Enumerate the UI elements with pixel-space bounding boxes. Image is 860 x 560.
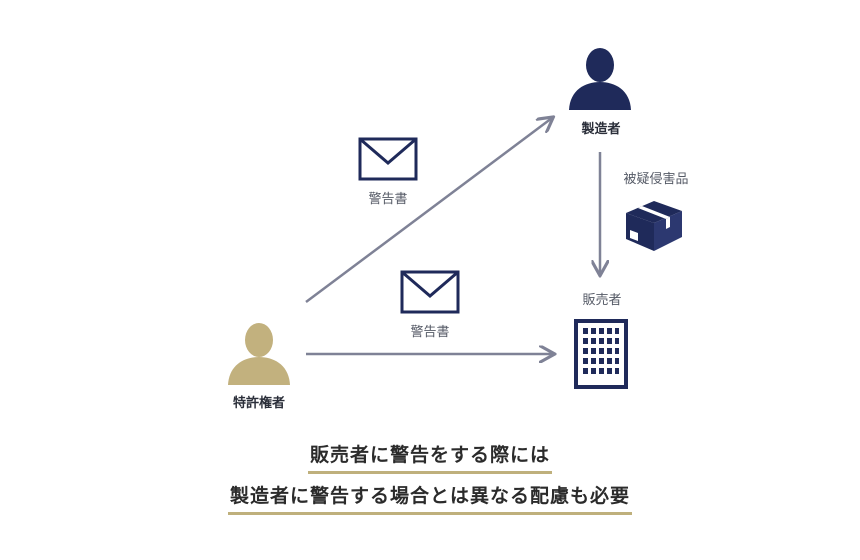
warning-letter-label-manufacturer: 警告書: [368, 192, 408, 207]
manufacturer-label: 製造者: [581, 122, 621, 137]
caption-line-2: 製造者に警告する場合とは異なる配慮も必要: [227, 481, 632, 515]
warning-letter-label-seller: 警告書: [410, 325, 450, 340]
infringing-product-label: 被疑侵害品: [623, 172, 689, 187]
caption-line-2-wrapper: 製造者に警告する場合とは異なる配慮も必要: [0, 481, 860, 515]
patent-holder-label: 特許権者: [232, 396, 285, 411]
envelope-icon: [400, 270, 460, 314]
manufacturer-person-icon: [569, 48, 631, 110]
patent-holder-person-icon: [228, 323, 290, 385]
building-icon: [574, 319, 628, 389]
package-box-icon: [626, 201, 682, 251]
seller-label: 販売者: [582, 293, 622, 308]
envelope-icon: [358, 137, 418, 181]
arrow-patent-holder-to-manufacturer: [305, 118, 552, 304]
caption-line-1-wrapper: 販売者に警告をする際には: [0, 440, 860, 474]
caption-line-1: 販売者に警告をする際には: [307, 440, 552, 474]
